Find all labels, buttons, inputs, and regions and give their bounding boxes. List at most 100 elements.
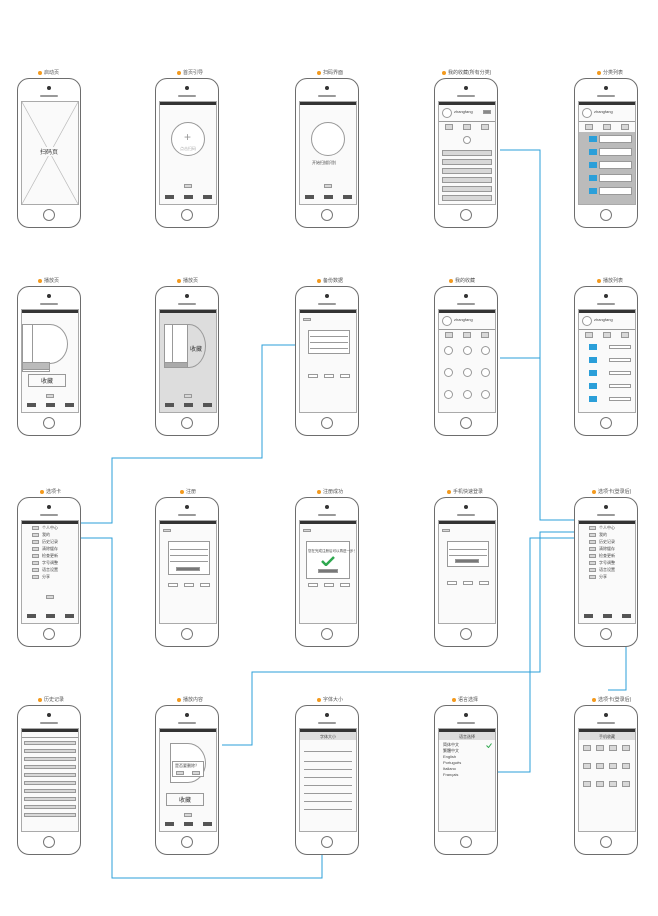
screen-label: 播放内容 — [177, 696, 203, 703]
dialog-confirm[interactable] — [192, 771, 200, 775]
menu-item[interactable]: 分享 — [42, 574, 50, 579]
plus-icon: + — [184, 130, 192, 144]
language-option[interactable]: 简体中文 — [443, 742, 459, 747]
home-button[interactable] — [600, 417, 612, 429]
phone-menu-logged-in: 个人中心 我的 历史记录 清除缓存 检查更新 字号调整 语言设置 分享 — [574, 497, 638, 647]
phone-favorites-all: zhangfang — [434, 78, 498, 228]
collect-label: 收藏 — [190, 347, 203, 353]
menu-item[interactable]: 个人中心 — [599, 525, 615, 530]
menu-item[interactable]: 检查更新 — [42, 553, 58, 558]
username: zhangfang — [454, 317, 473, 322]
phone-backup — [295, 286, 359, 436]
screen-center-text: 扫码页 — [40, 147, 59, 156]
dialog-cancel[interactable] — [176, 771, 184, 775]
screen-label: 字体大小 — [317, 696, 343, 703]
home-button[interactable] — [460, 417, 472, 429]
home-button[interactable] — [321, 209, 333, 221]
connector-menu-to-fontsize — [80, 537, 323, 879]
screen-label: 我的收藏 — [449, 277, 475, 284]
menu-item[interactable]: 语言设置 — [42, 567, 58, 572]
home-button[interactable] — [460, 836, 472, 848]
scan-status-text: 开始扫描识别 — [312, 160, 336, 165]
home-button[interactable] — [600, 209, 612, 221]
phone-screen: 个人中心 我的 历史记录 清除缓存 检查更新 字号调整 语言设置 分享 — [578, 520, 636, 624]
phone-my-favorites: zhangfang — [434, 286, 498, 436]
home-button[interactable] — [43, 417, 55, 429]
scan-frame — [311, 122, 345, 156]
home-button[interactable] — [43, 628, 55, 640]
home-button[interactable] — [460, 628, 472, 640]
username: zhangfang — [454, 109, 473, 114]
delete-dialog-text: 是否要删除？ — [175, 763, 199, 768]
language-option[interactable]: Italiano — [443, 766, 456, 771]
home-button[interactable] — [181, 209, 193, 221]
screen-label: 播放页 — [38, 277, 59, 284]
menu-item[interactable]: 个人中心 — [42, 525, 58, 530]
phone-register-success: 您在完成注册后可以再进一步！ — [295, 497, 359, 647]
menu-item[interactable]: 字号调整 — [599, 560, 615, 565]
phone-play-2: 收藏 — [155, 286, 219, 436]
screen-title: 语言选择 — [459, 734, 475, 739]
avatar[interactable] — [442, 316, 452, 326]
menu-item[interactable]: 检查更新 — [599, 553, 615, 558]
home-button[interactable] — [321, 417, 333, 429]
phone-screen — [21, 728, 79, 832]
phone-scan: 开始扫描识别 — [295, 78, 359, 228]
scan-circle[interactable] — [171, 122, 205, 156]
menu-item[interactable]: 历史记录 — [599, 539, 615, 544]
connector-menu-to-backup — [80, 344, 298, 524]
home-button[interactable] — [43, 836, 55, 848]
connector-menu2-to-play — [222, 531, 600, 746]
language-option[interactable]: English — [443, 754, 457, 759]
menu-item[interactable]: 历史记录 — [42, 539, 58, 544]
language-option[interactable]: Français — [443, 772, 459, 777]
menu-item[interactable]: 分享 — [599, 574, 607, 579]
home-button[interactable] — [181, 417, 193, 429]
home-button[interactable] — [460, 209, 472, 221]
folder-icon — [589, 357, 597, 363]
screen-label: 语言选择 — [452, 696, 478, 703]
avatar[interactable] — [442, 108, 452, 118]
home-button[interactable] — [181, 628, 193, 640]
folder-icon — [589, 149, 597, 155]
menu-item[interactable]: 我的 — [599, 532, 607, 537]
language-option[interactable]: Português — [443, 760, 462, 765]
phone-screen: 手机收藏 — [578, 728, 636, 832]
screen-title: 字体大小 — [320, 734, 336, 739]
home-button[interactable] — [43, 209, 55, 221]
folder-icon — [589, 175, 597, 181]
success-message: 您在完成注册后可以再进一步！ — [308, 549, 357, 553]
menu-item[interactable]: 我的 — [42, 532, 50, 537]
home-button[interactable] — [600, 628, 612, 640]
avatar[interactable] — [582, 108, 592, 118]
menu-item[interactable]: 清除缓存 — [42, 546, 58, 551]
username: zhangfang — [594, 109, 613, 114]
screen-label: 扫码界面 — [317, 69, 343, 76]
collect-button[interactable]: 收藏 — [28, 374, 67, 387]
phone-screen: zhangfang — [578, 101, 636, 205]
home-button[interactable] — [321, 628, 333, 640]
phone-menu: 个人中心 我的 历史记录 清除缓存 检查更新 字号调整 语言设置 分享 — [17, 497, 81, 647]
home-button[interactable] — [600, 836, 612, 848]
phone-home-guide: + 点击扫码 — [155, 78, 219, 228]
phone-screen: 字体大小 — [299, 728, 357, 832]
language-option[interactable]: 繁體中文 — [443, 748, 459, 753]
connector-favorites-to-list — [500, 149, 596, 521]
phone-screen — [159, 520, 217, 624]
check-icon — [321, 556, 335, 566]
collect-button[interactable]: 收藏 — [166, 793, 205, 806]
home-button[interactable] — [181, 836, 193, 848]
folder-icon — [589, 344, 597, 350]
phone-screen — [299, 309, 357, 413]
menu-item[interactable]: 语言设置 — [599, 567, 615, 572]
phone-screen: 您在完成注册后可以再进一步！ — [299, 520, 357, 624]
home-button[interactable] — [321, 836, 333, 848]
menu-item[interactable]: 清除缓存 — [599, 546, 615, 551]
phone-play: 收藏 — [17, 286, 81, 436]
phone-font-size: 字体大小 — [295, 705, 359, 855]
phone-screen: zhangfang — [578, 309, 636, 413]
avatar[interactable] — [582, 316, 592, 326]
screen-label: 选项卡(登录后) — [592, 696, 631, 703]
screen-label: 播放页 — [177, 277, 198, 284]
menu-item[interactable]: 字号调整 — [42, 560, 58, 565]
